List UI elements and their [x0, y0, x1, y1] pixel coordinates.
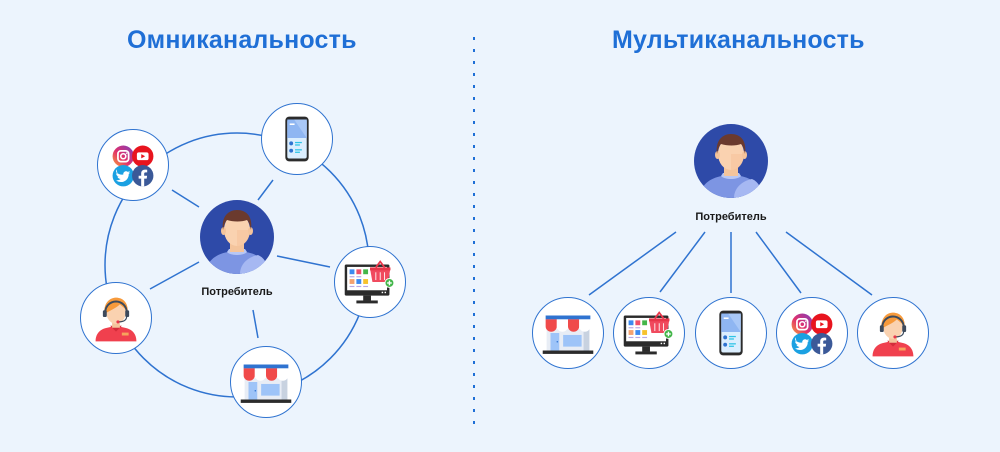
- channel-store: [532, 297, 604, 369]
- consumer-avatar: [200, 200, 274, 274]
- smartphone-app-icon: [285, 116, 309, 162]
- online-shop-monitor-icon: [343, 260, 395, 305]
- smartphone-app-icon: [719, 310, 743, 356]
- channel-online-shop: [613, 297, 685, 369]
- channel-social: [776, 297, 848, 369]
- retail-store-icon: [542, 315, 594, 354]
- multichannel-title: Мультиканальность: [612, 26, 865, 54]
- channel-mobile: [695, 297, 767, 369]
- call-center-operator-icon: [94, 296, 138, 343]
- consumer-label: Потребитель: [695, 211, 767, 223]
- channel-call-center: [857, 297, 929, 369]
- omnichannel-title: Омниканальность: [127, 26, 357, 54]
- retail-store-icon: [240, 364, 292, 403]
- channel-store: [230, 346, 302, 418]
- consumer-avatar: [694, 124, 768, 198]
- channel-social: [97, 129, 169, 201]
- consumer-label: Потребитель: [201, 286, 273, 298]
- social-media-icons: [790, 312, 834, 356]
- online-shop-monitor-icon: [622, 311, 674, 356]
- social-media-icons: [111, 144, 155, 188]
- person-icon: [200, 200, 274, 274]
- call-center-operator-icon: [871, 311, 915, 358]
- person-icon: [694, 124, 768, 198]
- channel-online-shop: [334, 246, 406, 318]
- channel-mobile: [261, 103, 333, 175]
- channel-call-center: [80, 282, 152, 354]
